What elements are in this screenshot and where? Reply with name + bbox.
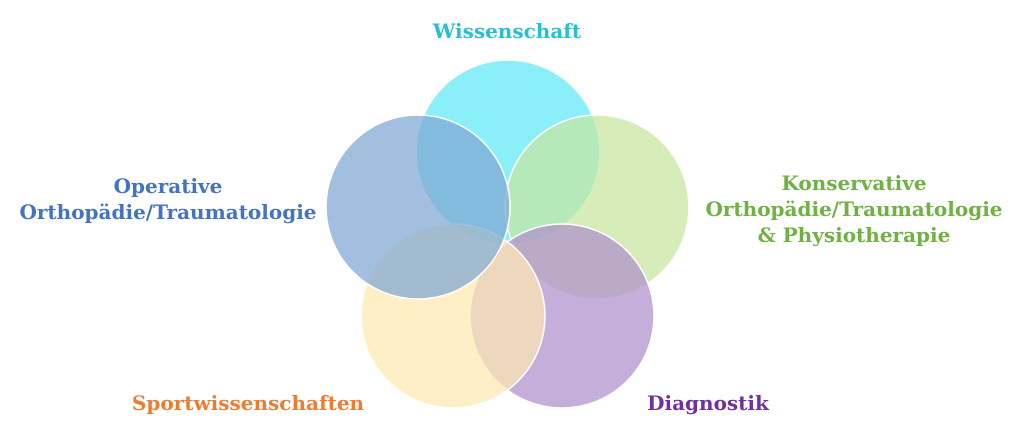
label-operative: Operative Orthopädie/Traumatologie: [8, 173, 328, 225]
label-sportwissenschaften-line-1: Sportwissenschaften: [131, 391, 365, 415]
label-konservative-line-3: & Physiotherapie: [757, 223, 951, 247]
label-konservative: Konservative Orthopädie/Traumatologie & …: [692, 170, 1016, 248]
label-operative-line-2: Orthopädie/Traumatologie: [19, 200, 317, 224]
label-konservative-line-1: Konservative: [781, 171, 927, 195]
label-konservative-line-2: Orthopädie/Traumatologie: [705, 197, 1003, 221]
label-diagnostik: Diagnostik: [618, 390, 798, 416]
label-operative-line-1: Operative: [113, 174, 223, 198]
label-wissenschaft-line-1: Wissenschaft: [432, 19, 582, 43]
label-wissenschaft: Wissenschaft: [392, 18, 622, 44]
label-sportwissenschaften: Sportwissenschaften: [118, 390, 378, 416]
label-diagnostik-line-1: Diagnostik: [647, 391, 769, 415]
circle-operative: [325, 114, 511, 300]
